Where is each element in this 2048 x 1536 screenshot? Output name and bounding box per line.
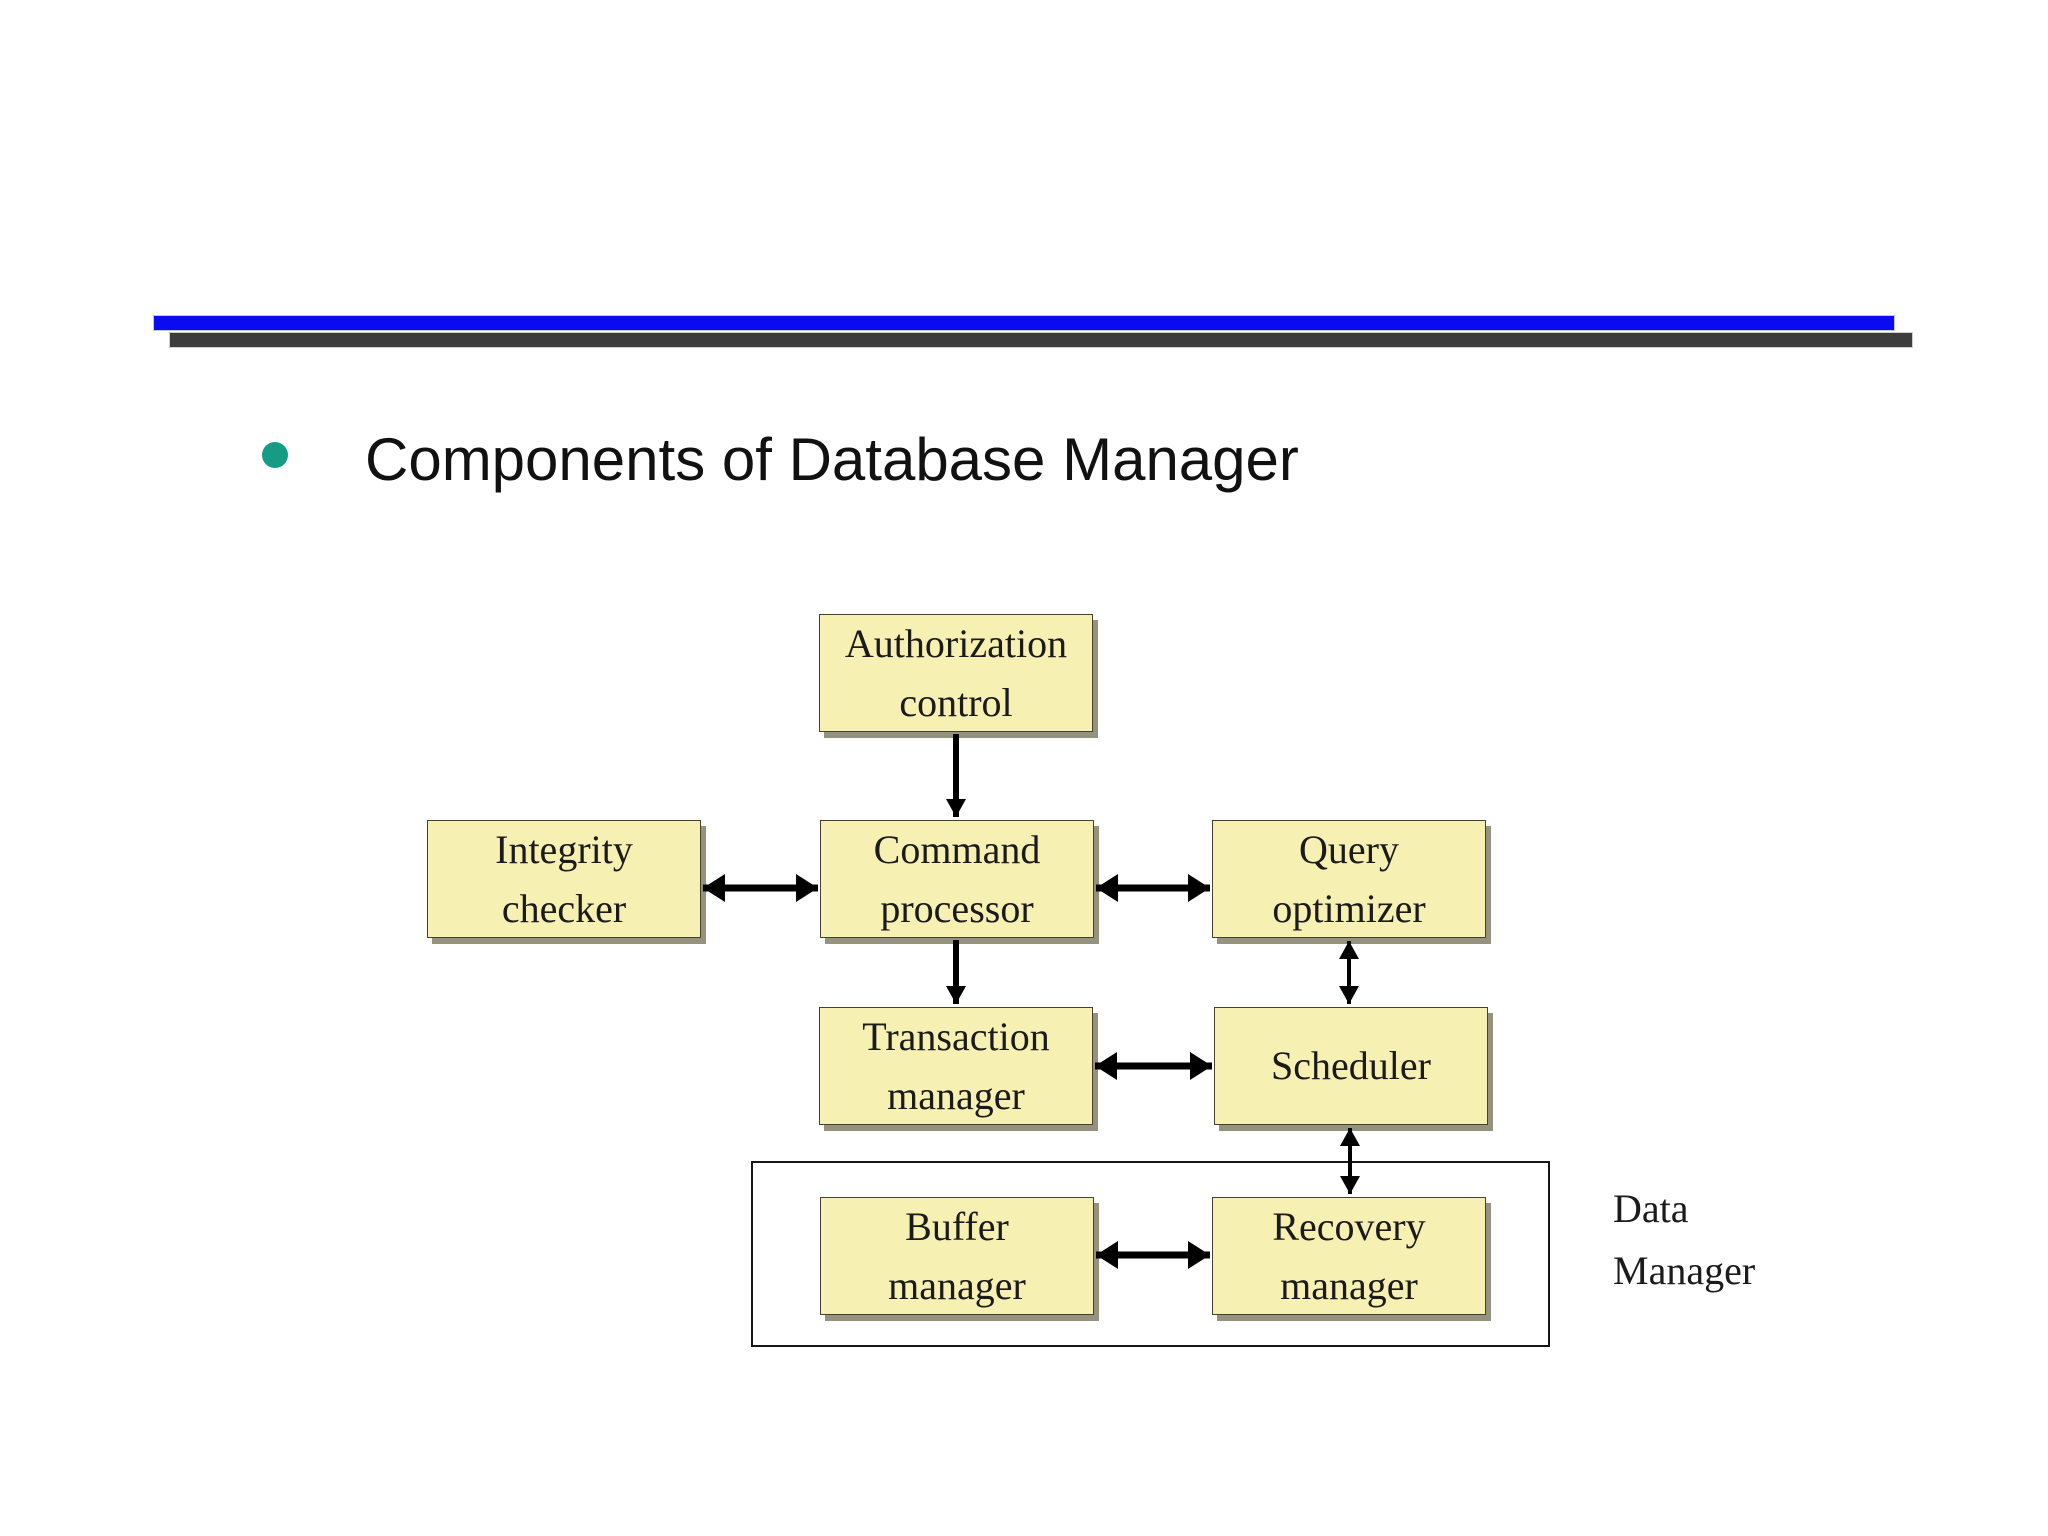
group-label-line: Manager <box>1613 1248 1756 1293</box>
box-recovery-manager: Recovery manager <box>1212 1197 1486 1315</box>
box-transaction-manager: Transaction manager <box>819 1007 1093 1125</box>
box-label: Query <box>1299 826 1399 872</box>
box-label: optimizer <box>1272 885 1426 931</box>
box-command-processor: Command processor <box>820 820 1094 938</box>
box-label: Recovery <box>1272 1203 1426 1249</box>
box-label: Command <box>873 826 1041 872</box>
data-manager-group-label: Data Manager <box>1613 1178 1755 1302</box>
box-label: manager <box>1280 1262 1418 1308</box>
top-rule-blue <box>154 316 1894 330</box>
page-title: Components of Database Manager <box>365 426 1299 493</box>
box-authorization-control: Authorization control <box>819 614 1093 732</box>
top-rule-dark <box>170 333 1912 347</box>
box-label: manager <box>888 1262 1026 1308</box>
group-label-line: Data <box>1613 1186 1689 1231</box>
box-scheduler: Scheduler <box>1214 1007 1488 1125</box>
bullet-icon <box>262 442 288 468</box>
box-query-optimizer: Query optimizer <box>1212 820 1486 938</box>
box-buffer-manager: Buffer manager <box>820 1197 1094 1315</box>
box-label: Scheduler <box>1271 1043 1431 1088</box>
box-label: Integrity <box>495 826 633 872</box>
box-label: checker <box>501 885 627 931</box>
box-label: control <box>899 679 1013 725</box>
box-label: manager <box>887 1072 1025 1118</box>
box-integrity-checker: Integrity checker <box>427 820 701 938</box>
box-label: Authorization <box>844 620 1068 666</box>
box-label: processor <box>880 885 1034 931</box>
box-label: Buffer <box>905 1203 1009 1249</box>
data-manager-group-box <box>751 1161 1550 1347</box>
box-label: Transaction <box>862 1013 1050 1059</box>
